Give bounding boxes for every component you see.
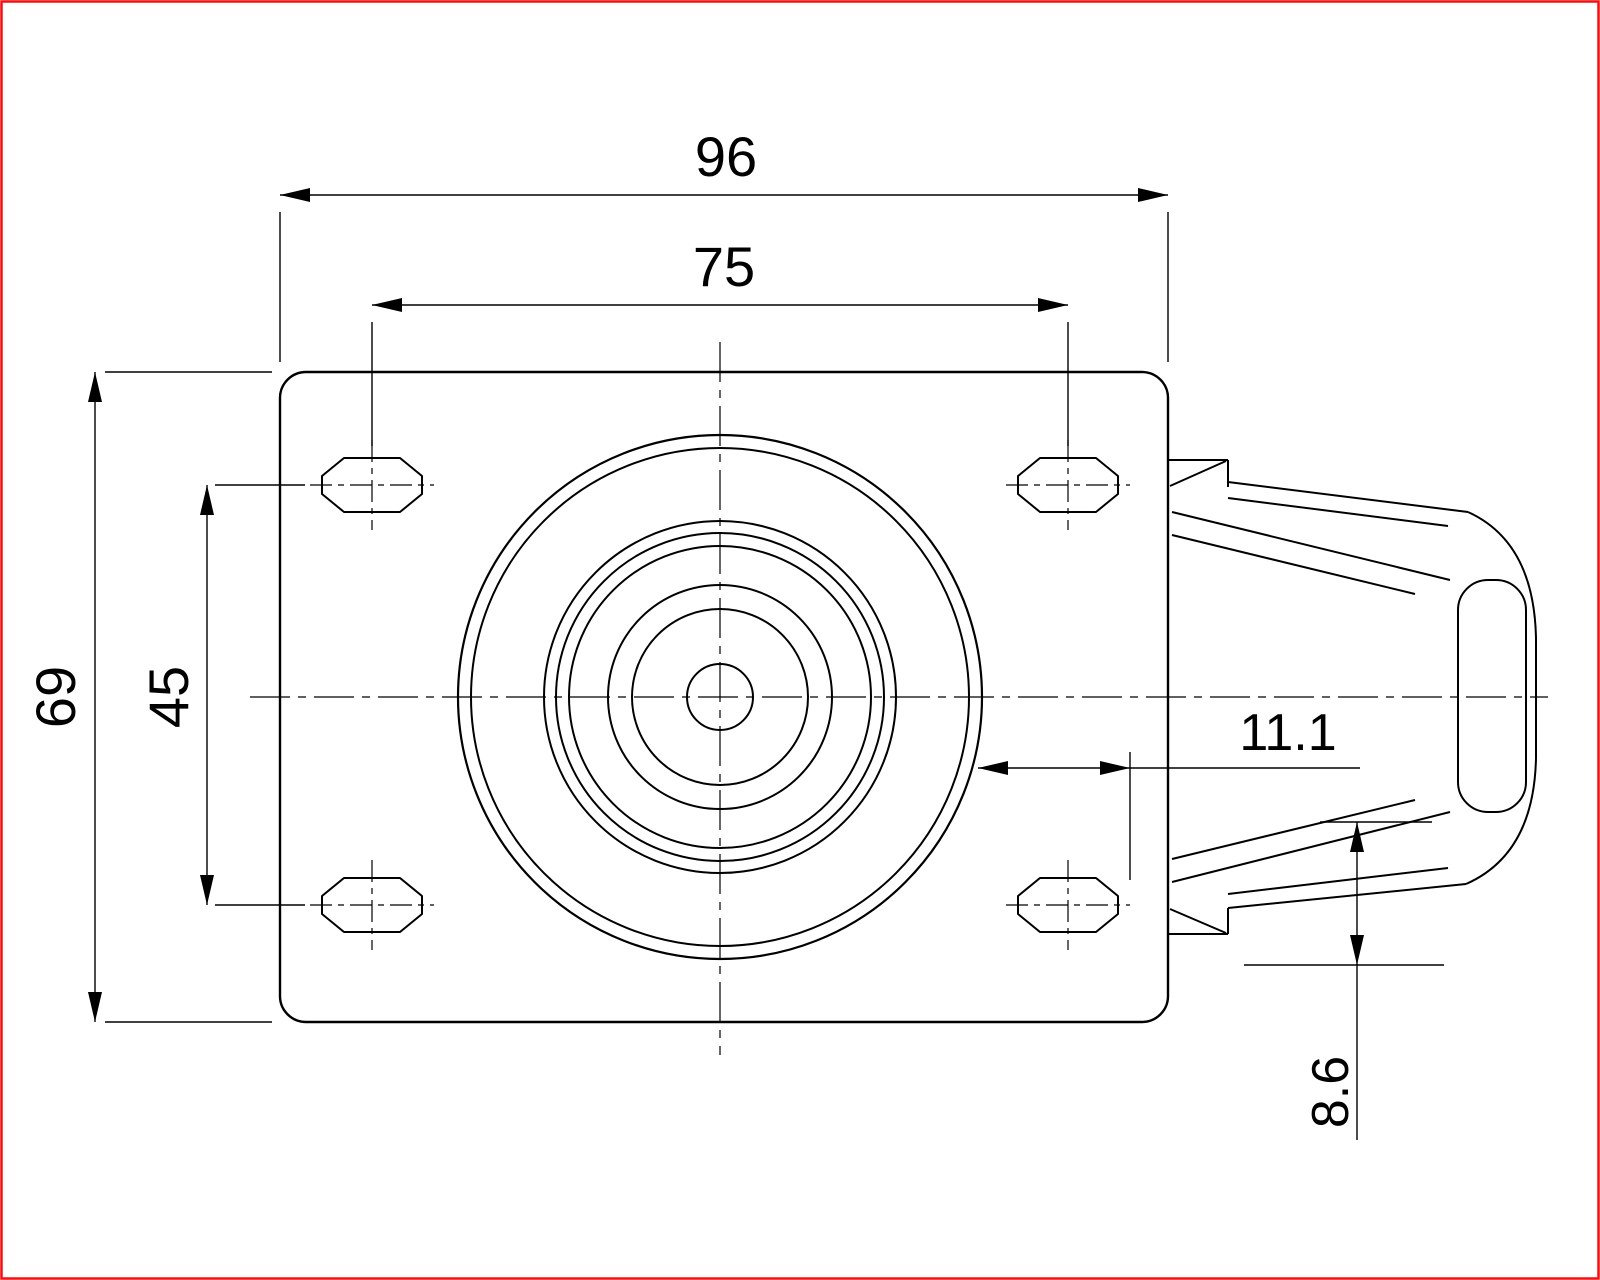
fork-taper-bottom-1	[1171, 811, 1451, 883]
dim75-arrow-left	[372, 298, 402, 312]
bolt-slot-top-right	[1017, 457, 1119, 513]
fork-bottom-outer-edge	[1227, 883, 1467, 909]
bolt-slots	[321, 457, 1119, 933]
center-hole-circle	[686, 663, 754, 731]
dim11-arrow-left	[978, 761, 1008, 775]
bearing-race-outer-circle	[543, 520, 897, 874]
dim86-arrow-bottom	[1350, 935, 1364, 965]
swivel-bearing-circles	[456, 433, 984, 961]
bearing-race-mid-circle	[555, 532, 885, 862]
housing-inner-circle	[470, 447, 970, 947]
dim45-arrow-bottom	[200, 875, 214, 905]
dimension-lines	[94, 194, 1444, 1140]
dim-label-overall-height: 69	[24, 666, 87, 728]
dim96-arrow-right	[1138, 188, 1168, 202]
bolt-slot-bottom-left	[321, 877, 423, 933]
drawing-geometry	[94, 194, 1548, 1140]
hub-outer-circle	[607, 584, 833, 810]
dim-label-bolt-pattern-width: 75	[693, 235, 755, 298]
fork-top-outer-edge	[1227, 481, 1469, 513]
bolt-slot-bottom-right	[1017, 877, 1119, 933]
fork-taper-top-2	[1171, 534, 1416, 595]
centerlines	[250, 342, 1548, 1055]
dim75-arrow-right	[1038, 298, 1068, 312]
dim11-arrow-right	[1100, 761, 1130, 775]
axle-cap-outline	[1457, 579, 1527, 813]
dimension-labels: 96 75 69 45 11.1 8.6	[24, 125, 1360, 1128]
fork-bottom-arc	[1465, 757, 1537, 885]
dim69-arrow-bottom	[88, 992, 102, 1022]
dim69-arrow-top	[88, 372, 102, 402]
bottom-tab-diagonal	[1169, 908, 1227, 934]
fork-side-view	[1168, 459, 1537, 935]
dim-label-bolt-pattern-height: 45	[137, 666, 200, 728]
dim-label-overall-width: 96	[695, 125, 757, 188]
fork-top-inner-edge	[1227, 497, 1449, 527]
fork-taper-top-1	[1171, 511, 1451, 581]
slot-centerlines	[310, 440, 1130, 950]
dim86-arrow-top	[1350, 822, 1364, 852]
bearing-race-inner-circle	[568, 545, 872, 849]
dim96-arrow-left	[280, 188, 310, 202]
fork-top-arc	[1467, 511, 1537, 639]
dim-label-offset: 11.1	[1239, 704, 1336, 762]
fork-bottom-inner-edge	[1227, 867, 1449, 895]
dim45-arrow-top	[200, 485, 214, 515]
housing-outer-circle	[456, 433, 984, 961]
dim-label-slot-width: 8.6	[1302, 1056, 1360, 1128]
top-tab-diagonal	[1169, 460, 1227, 487]
hub-inner-circle	[631, 608, 809, 786]
mounting-plate-outline	[278, 370, 1170, 1024]
dimension-arrowheads	[88, 188, 1364, 1022]
fork-taper-bottom-2	[1171, 799, 1416, 860]
bolt-slot-top-left	[321, 457, 423, 513]
